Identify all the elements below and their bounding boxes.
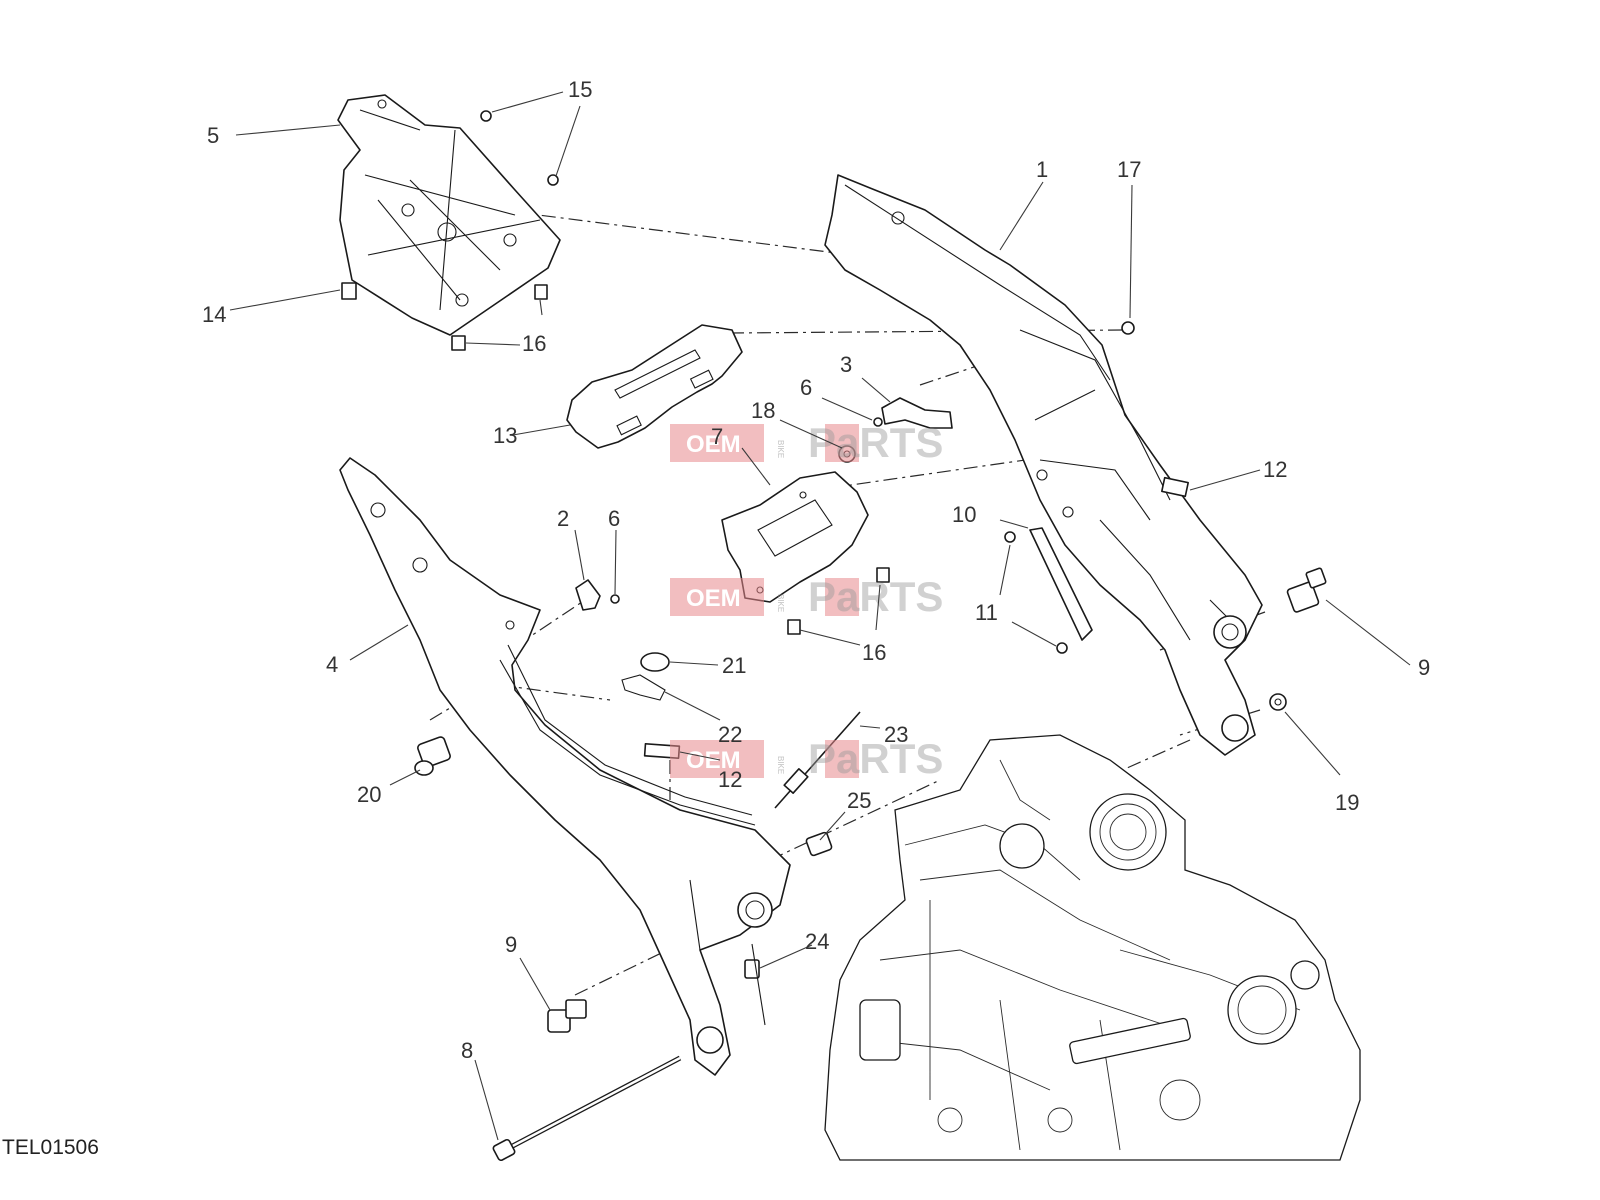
part-3-bracket	[881, 397, 953, 429]
watermark-parts-text: PaRTS	[808, 573, 943, 620]
watermark-oem-text: OEM	[686, 585, 741, 612]
callout-6-upper: 6	[800, 375, 812, 400]
part-15-screw-top	[480, 110, 492, 122]
callout-2: 2	[557, 506, 569, 531]
part-9-bolt-right	[1286, 567, 1327, 613]
part-23-rod	[774, 711, 861, 809]
part-16-clip-centre-bottom	[787, 619, 801, 635]
callout-17: 17	[1117, 157, 1141, 182]
part-2-clip	[575, 579, 601, 611]
part-24-tie	[744, 943, 766, 1026]
part-22-clamp	[621, 674, 666, 701]
callout-15: 15	[568, 77, 592, 102]
part-19-nut	[1269, 693, 1287, 711]
callout-7: 7	[711, 424, 723, 449]
part-16-clip-right	[534, 284, 548, 300]
callout-10: 10	[952, 502, 976, 527]
callout-11: 11	[975, 600, 998, 625]
part-1-right-panel	[824, 174, 1263, 756]
drawing-code: TEL01506	[2, 1136, 99, 1159]
watermark-oem-text: OEM	[686, 747, 741, 774]
part-12-pad-right	[1161, 476, 1189, 498]
callout-12-left: 12	[718, 767, 742, 792]
callout-18: 18	[751, 398, 775, 423]
part-20-plug	[414, 736, 451, 776]
part-21-ring	[640, 652, 670, 672]
callout-13: 13	[493, 423, 517, 448]
callout-3: 3	[840, 352, 852, 377]
engine-assembly	[824, 734, 1361, 1161]
callout-24: 24	[805, 929, 829, 954]
callout-5: 5	[207, 123, 219, 148]
part-8-long-bolt	[492, 1055, 682, 1162]
part-5-upper-tray	[337, 94, 561, 336]
watermark-bike-text: BIKE	[776, 756, 785, 774]
part-13-plate	[566, 324, 743, 449]
callout-9-left: 9	[505, 932, 517, 957]
part-11-screw-upper	[1004, 531, 1016, 543]
callout-19: 19	[1335, 790, 1359, 815]
callout-20: 20	[357, 782, 381, 807]
callout-1: 1	[1036, 157, 1048, 182]
callout-4: 4	[326, 652, 338, 677]
callout-14: 14	[202, 302, 226, 327]
watermark-bike-text: BIKE	[776, 440, 785, 458]
part-6-screw-upper	[873, 417, 883, 427]
callout-16-upper: 16	[522, 331, 546, 356]
watermark-lower: OEM PaRTS BIKE	[670, 735, 943, 782]
part-9-bolt-left	[547, 999, 587, 1033]
part-15-screw-right	[547, 174, 559, 186]
watermark-parts-text: PaRTS	[808, 419, 943, 466]
part-11-screw-lower	[1056, 642, 1068, 654]
callout-9-right: 9	[1418, 655, 1430, 680]
part-17-screw	[1121, 321, 1135, 335]
part-6-screw-lower	[610, 594, 620, 604]
part-16-clip-bottom	[451, 335, 466, 351]
part-16-clip-centre-top	[876, 567, 890, 583]
callout-23: 23	[884, 722, 908, 747]
callout-21: 21	[722, 653, 746, 678]
watermark-oem-text: OEM	[686, 431, 741, 458]
callout-25: 25	[847, 788, 871, 813]
callout-16-centre: 16	[862, 640, 886, 665]
part-4-left-panel	[339, 457, 791, 1076]
callout-8: 8	[461, 1038, 473, 1063]
callout-22: 22	[718, 722, 742, 747]
callout-6-lower: 6	[608, 506, 620, 531]
watermark-middle: OEM PaRTS BIKE	[670, 573, 943, 620]
watermark-bike-text: BIKE	[776, 594, 785, 612]
callout-numbers: 1 2 3 4 5 6 6 7 8 9 9 10 11 12 12 13 14 …	[202, 77, 1430, 1063]
leader-lines	[229, 91, 1411, 1141]
callout-12-right: 12	[1263, 457, 1287, 482]
part-25-clip	[805, 831, 833, 857]
part-14-clip	[341, 282, 357, 300]
part-10-bracket-strip	[1029, 527, 1093, 641]
watermark-parts-text: PaRTS	[808, 735, 943, 782]
